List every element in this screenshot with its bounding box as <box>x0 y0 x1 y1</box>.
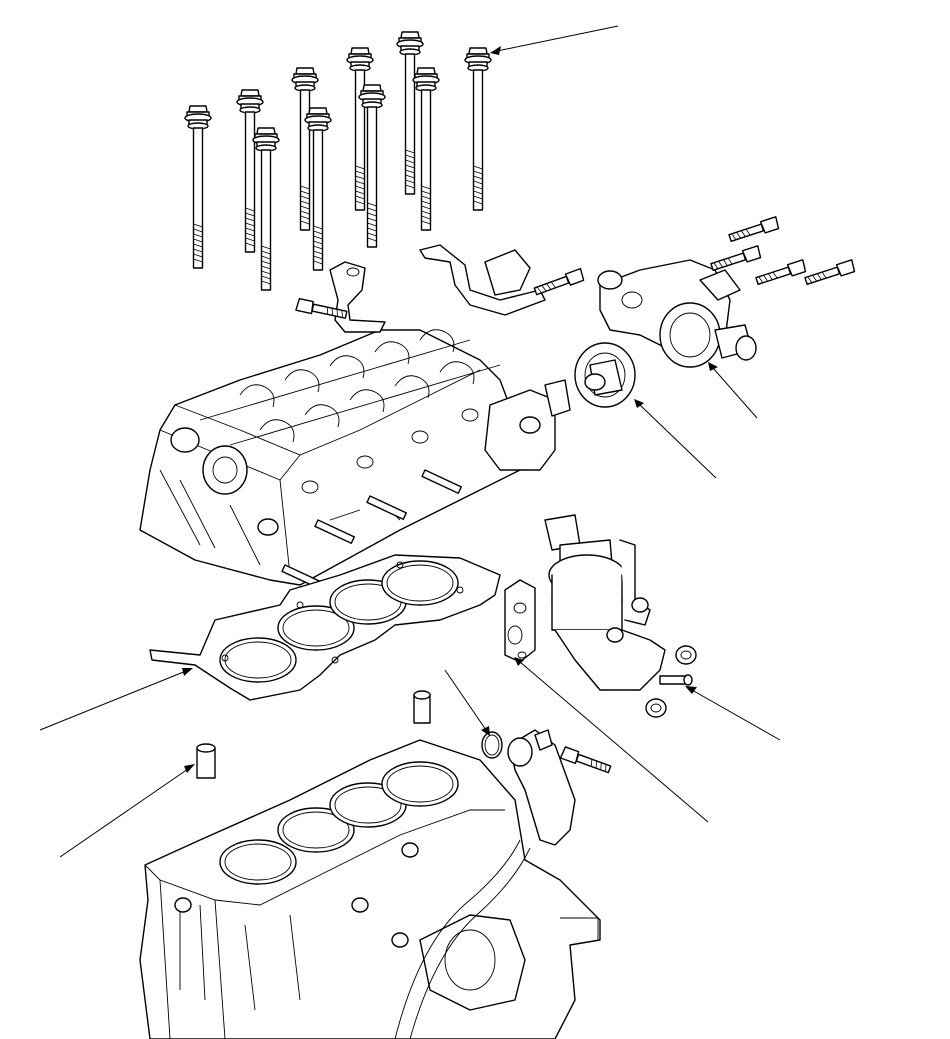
egr-gasket <box>504 579 536 663</box>
water-pipe-bolt <box>559 745 613 776</box>
thermostat-housing-bolts <box>709 216 857 288</box>
thermostat-housing <box>597 259 757 368</box>
water-pipe <box>507 729 576 846</box>
bracket-bolt <box>532 267 586 298</box>
wire-harness-bracket <box>419 244 546 316</box>
head-gasket <box>149 554 501 701</box>
engine-block <box>139 739 601 1039</box>
egr-valve <box>544 514 666 691</box>
dowel-pins <box>196 690 431 779</box>
leader-lines <box>39 25 781 858</box>
egr-nuts <box>645 645 697 718</box>
thermostat <box>574 342 636 408</box>
cylinder-head <box>139 329 571 592</box>
egr-stud <box>659 674 693 686</box>
engine-hanger-bracket <box>329 261 386 333</box>
o-ring <box>481 731 503 759</box>
